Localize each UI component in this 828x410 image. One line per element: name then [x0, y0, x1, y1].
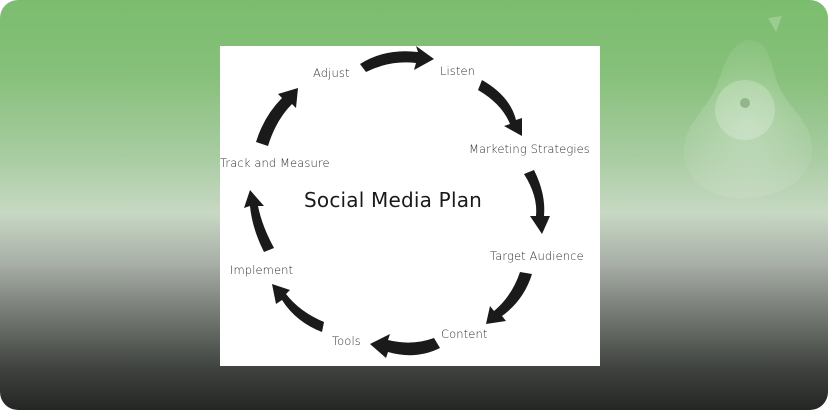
- step-label-target-audience: Target Audience: [490, 249, 584, 263]
- arrow-marketing-to-target: [524, 170, 550, 234]
- arrow-track-to-adjust: [256, 88, 298, 146]
- step-label-tools: Tools: [332, 334, 361, 348]
- step-label-implement: Implement: [230, 263, 294, 277]
- step-label-track-and-measure: Track and Measure: [220, 156, 330, 170]
- social-media-plan-diagram: Social Media Plan Listen Marketing Strat…: [220, 46, 600, 366]
- diagram-title: Social Media Plan: [304, 188, 483, 212]
- cycle-arrows: [244, 46, 550, 358]
- arrow-adjust-to-listen: [360, 46, 434, 72]
- arrow-target-to-content: [486, 272, 532, 324]
- step-label-marketing-strategies: Marketing Strategies: [469, 142, 590, 156]
- arrow-tools-to-implement: [272, 284, 324, 332]
- arrow-content-to-tools: [370, 334, 440, 358]
- step-label-content: Content: [441, 327, 488, 341]
- step-label-adjust: Adjust: [313, 66, 350, 80]
- arrow-listen-to-marketing: [478, 80, 522, 136]
- pear-watermark-icon: [683, 16, 812, 199]
- arrow-implement-to-track: [244, 190, 274, 252]
- step-label-listen: Listen: [440, 64, 476, 78]
